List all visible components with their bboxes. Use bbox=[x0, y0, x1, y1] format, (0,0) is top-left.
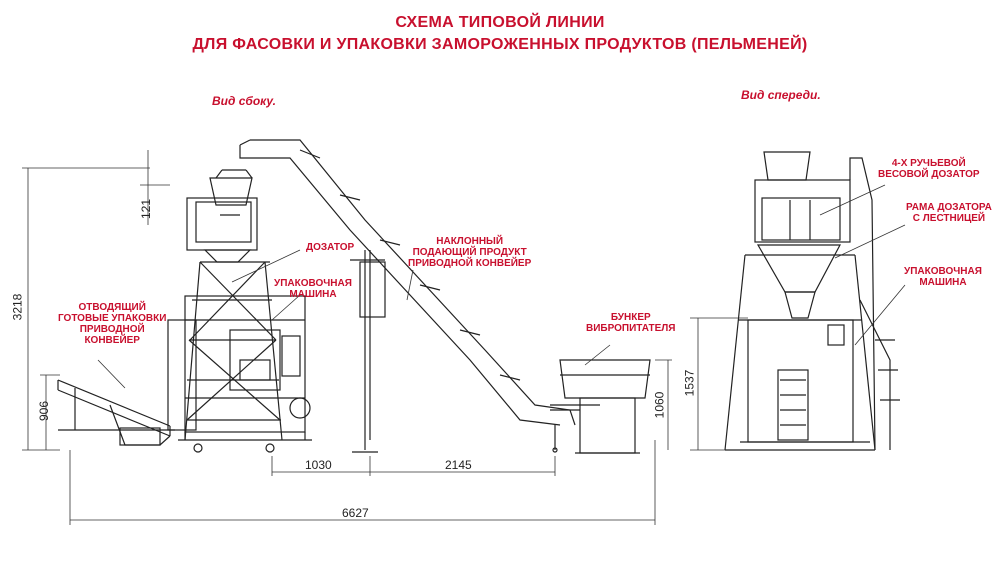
label-dozator: ДОЗАТОР bbox=[306, 242, 355, 253]
packing-machine-drawing bbox=[167, 295, 312, 453]
leader-lines bbox=[97, 184, 906, 389]
output-conveyor-drawing bbox=[57, 379, 175, 446]
dim-gap-2: 2145 bbox=[445, 458, 472, 472]
front-view-caption: Вид спереди. bbox=[741, 88, 821, 102]
weigher-drawing bbox=[186, 169, 258, 263]
front-view-drawing bbox=[724, 151, 900, 451]
dim-total-height: 3218 bbox=[10, 293, 25, 321]
dim-conveyor-height: 906 bbox=[37, 400, 52, 422]
label-incline-conveyor: НАКЛОННЫЙ ПОДАЮЩИЙ ПРОДУКТ ПРИВОДНОЙ КОН… bbox=[408, 236, 532, 269]
label-frame: РАМА ДОЗАТОРА С ЛЕСТНИЦЕЙ bbox=[906, 202, 992, 224]
dim-hopper-height: 1060 bbox=[652, 391, 667, 419]
label-output-conveyor: ОТВОДЯЩИЙ ГОТОВЫЕ УПАКОВКИ ПРИВОДНОЙ КОН… bbox=[58, 302, 167, 346]
dimension-lines bbox=[22, 150, 748, 525]
frame-ladder-drawing bbox=[184, 261, 283, 441]
diagram-title-line2: ДЛЯ ФАСОВКИ И УПАКОВКИ ЗАМОРОЖЕННЫХ ПРОД… bbox=[192, 36, 808, 53]
label-weigher: 4-Х РУЧЬЕВОЙ ВЕСОВОЙ ДОЗАТОР bbox=[878, 158, 980, 180]
label-packing-machine-side: УПАКОВОЧНАЯ МАШИНА bbox=[274, 278, 352, 300]
side-view-caption: Вид сбоку. bbox=[212, 94, 276, 108]
diagram-title-line1: СХЕМА ТИПОВОЙ ЛИНИИ bbox=[395, 14, 605, 31]
side-view-group bbox=[22, 139, 906, 525]
label-hopper: БУНКЕР ВИБРОПИТАТЕЛЯ bbox=[586, 312, 676, 334]
label-packing-machine-front: УПАКОВОЧНАЯ МАШИНА bbox=[904, 266, 982, 288]
hopper-drawing bbox=[550, 359, 651, 454]
dim-total-length: 6627 bbox=[342, 506, 369, 520]
dim-gap-1: 1030 bbox=[305, 458, 332, 472]
dim-front-height: 1537 bbox=[682, 369, 697, 397]
dim-top-offset: 121 bbox=[139, 198, 154, 220]
